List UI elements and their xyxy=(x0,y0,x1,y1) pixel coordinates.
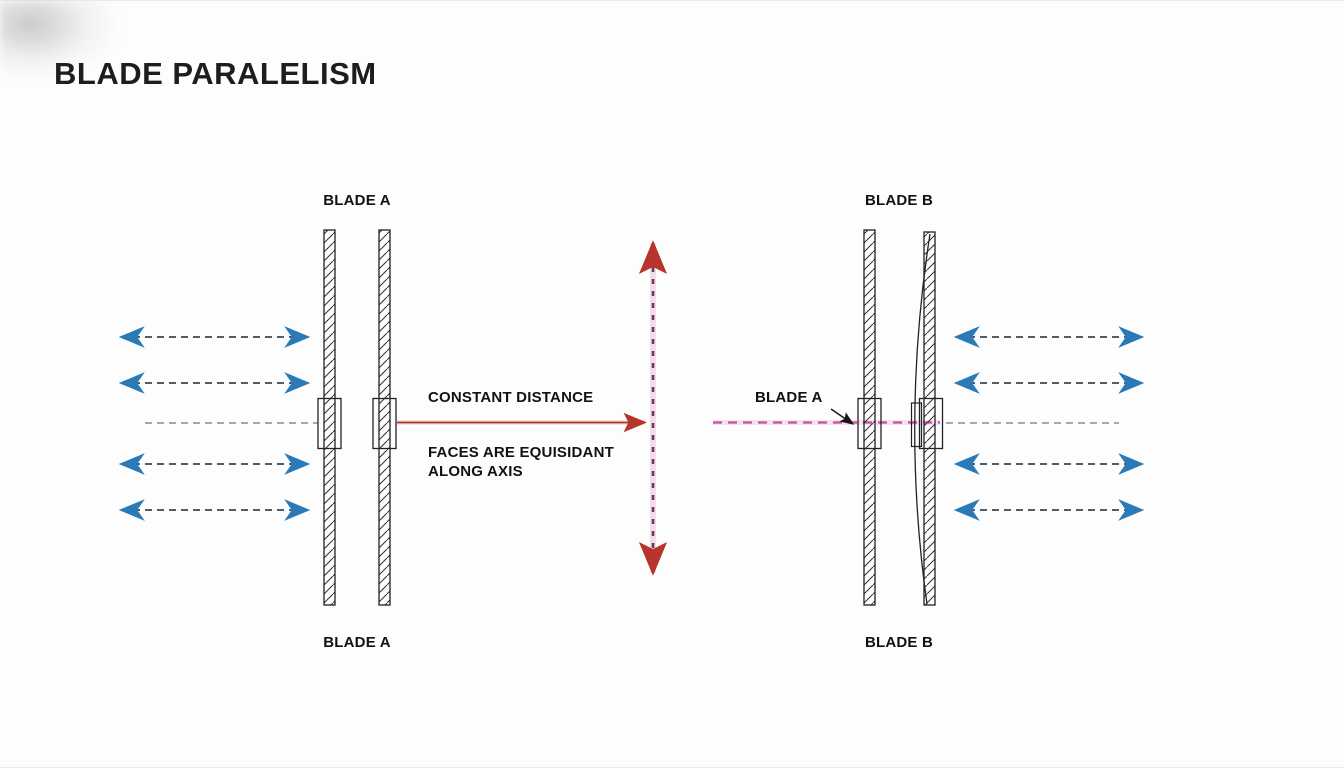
label-constant-distance: CONSTANT DISTANCE xyxy=(428,389,594,406)
page-title: BLADE PARALELISM xyxy=(54,56,377,91)
blade-b-warped xyxy=(923,231,936,606)
blade-a-first xyxy=(323,229,336,606)
blade-a-second xyxy=(378,229,391,606)
label-blade-b-top: BLADE B xyxy=(864,192,934,209)
left-diagram xyxy=(118,229,668,606)
callout-leader xyxy=(830,408,855,425)
label-blade-a-callout: BLADE A xyxy=(755,389,823,406)
blade-b-warp-outline xyxy=(914,233,931,605)
hub-left-first xyxy=(317,397,342,450)
right-diagram xyxy=(713,229,1145,606)
label-equidistant-note: FACES ARE EQUISIDANT ALONG AXIS xyxy=(428,443,614,481)
hub-right-offset xyxy=(910,402,923,448)
hub-right-second xyxy=(918,397,944,450)
label-blade-b-bottom: BLADE B xyxy=(864,634,934,651)
hub-right-first xyxy=(857,397,882,450)
flow-arrows-right xyxy=(953,326,1145,521)
note-line-2: ALONG AXIS xyxy=(428,463,523,480)
label-blade-a-bottom: BLADE A xyxy=(323,634,391,651)
hub-left-second xyxy=(372,397,397,450)
label-blade-a-top: BLADE A xyxy=(323,192,391,209)
blade-b-straight xyxy=(863,229,876,606)
note-line-1: FACES ARE EQUISIDANT xyxy=(428,444,614,461)
